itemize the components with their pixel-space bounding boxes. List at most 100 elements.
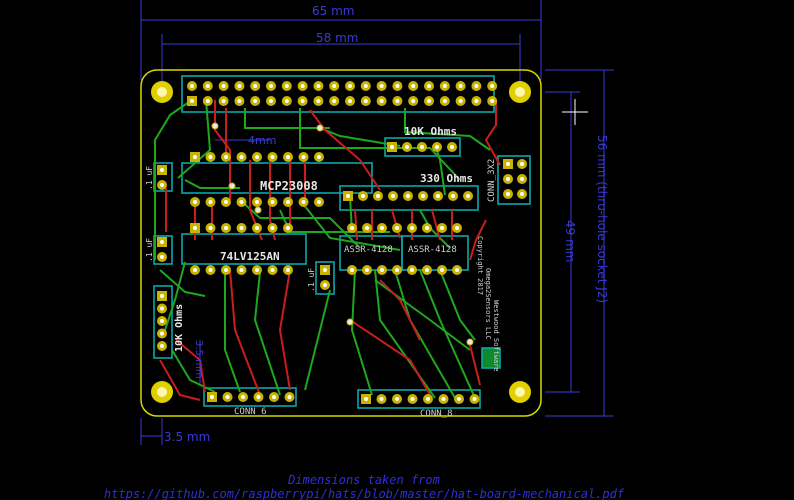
pad-hole — [284, 99, 289, 103]
pad-hole — [426, 397, 430, 401]
pad-hole — [379, 99, 384, 103]
label-ssr-left: ASSR-4128 — [344, 245, 393, 255]
pad-hole — [395, 268, 399, 272]
pad-hole — [160, 240, 164, 244]
pad-hole — [436, 194, 440, 198]
pad-hole — [317, 200, 321, 204]
pad-hole — [391, 194, 395, 198]
pad-hole — [208, 268, 213, 272]
pad-hole — [270, 268, 275, 272]
pad-hole — [284, 84, 289, 88]
pad-hole — [237, 99, 242, 103]
pad-hole — [208, 200, 213, 204]
pad-hole — [520, 177, 524, 181]
pad-hole — [425, 226, 429, 230]
pad-hole — [364, 397, 368, 401]
pad-hole — [193, 200, 197, 204]
pad-hole — [472, 397, 477, 401]
pad-hole — [272, 395, 276, 399]
pad-hole — [160, 294, 164, 298]
pad-hole — [361, 194, 365, 198]
pad-hole — [255, 268, 259, 272]
pad-hole — [474, 84, 479, 88]
pad-hole — [520, 162, 524, 166]
pad-hole — [193, 155, 197, 159]
pad-hole — [363, 99, 368, 103]
pad-hole — [395, 226, 399, 230]
pad-hole — [239, 268, 244, 272]
pad-hole — [420, 145, 424, 149]
pad-hole — [466, 194, 470, 198]
pad-hole — [380, 268, 384, 272]
pad-hole — [458, 84, 463, 88]
pad-hole — [506, 177, 510, 181]
footer-line-1: Dimensions taken from — [287, 473, 440, 487]
pad-hole — [323, 283, 327, 287]
pad-hole — [224, 268, 228, 272]
pad-hole — [160, 183, 164, 187]
pad-hole — [316, 84, 321, 88]
pad-hole — [440, 268, 444, 272]
pad-hole — [442, 99, 447, 103]
label-copyright-1: Copyright 2017 — [476, 236, 484, 295]
pad-hole — [237, 84, 242, 88]
pad-hole — [427, 99, 431, 103]
pad-hole — [406, 194, 410, 198]
pad-hole — [193, 268, 197, 272]
pad-hole — [395, 99, 400, 103]
pad-hole — [490, 84, 495, 88]
pad-hole — [301, 200, 306, 204]
dimension-hole-spacing: 58 mm — [316, 31, 358, 45]
pad-hole — [435, 145, 439, 149]
pad-hole — [395, 397, 399, 401]
pad-hole — [253, 84, 258, 88]
pad-hole — [270, 226, 275, 230]
pad-hole — [286, 268, 290, 272]
pad-hole — [221, 84, 226, 88]
footer-line-2: https://github.com/raspberrypi/hats/blob… — [104, 487, 625, 500]
pad-hole — [286, 226, 290, 230]
pad-hole — [255, 200, 259, 204]
pad-hole — [411, 99, 416, 103]
pad-hole — [287, 395, 292, 399]
pad-hole — [332, 99, 337, 103]
pad-hole — [405, 145, 409, 149]
pad-hole — [301, 155, 306, 159]
pad-hole — [421, 194, 425, 198]
pad-hole — [520, 192, 524, 196]
pad-hole — [346, 194, 350, 198]
pad-hole — [348, 99, 352, 103]
pad-hole — [224, 200, 228, 204]
vias — [211, 122, 474, 346]
pad-hole — [332, 84, 337, 88]
pad-hole — [450, 145, 454, 149]
pad-hole — [160, 306, 164, 311]
pad-hole — [208, 226, 213, 230]
pad-hole — [350, 268, 354, 272]
board-outline — [140, 69, 542, 417]
pad-hole — [255, 226, 259, 230]
pad-hole — [221, 99, 226, 103]
label-copyright-2: Omega2Sensors LLC — [484, 268, 492, 340]
pad-hole — [379, 84, 384, 88]
label-conn-6: CONN_6 — [234, 407, 267, 417]
pad-hole — [286, 155, 290, 159]
pad-hole — [451, 194, 455, 198]
pad-hole — [410, 397, 415, 401]
pads — [157, 81, 527, 404]
pad-hole — [395, 84, 400, 88]
pad-hole — [442, 84, 447, 88]
pad-hole — [256, 395, 261, 399]
pad-hole — [224, 226, 228, 230]
pad-hole — [390, 145, 394, 149]
pad-hole — [255, 155, 259, 159]
pad-hole — [363, 84, 368, 88]
pad-hole — [160, 319, 164, 323]
label-ssr-right: ASSR-4128 — [408, 245, 457, 255]
pad-hole — [300, 99, 305, 103]
pad-hole — [410, 226, 414, 230]
dimension-overall-width: 65 mm — [312, 4, 354, 18]
dimension-lines — [140, 0, 614, 445]
pad-hole — [411, 84, 416, 88]
pad-hole — [455, 268, 459, 272]
